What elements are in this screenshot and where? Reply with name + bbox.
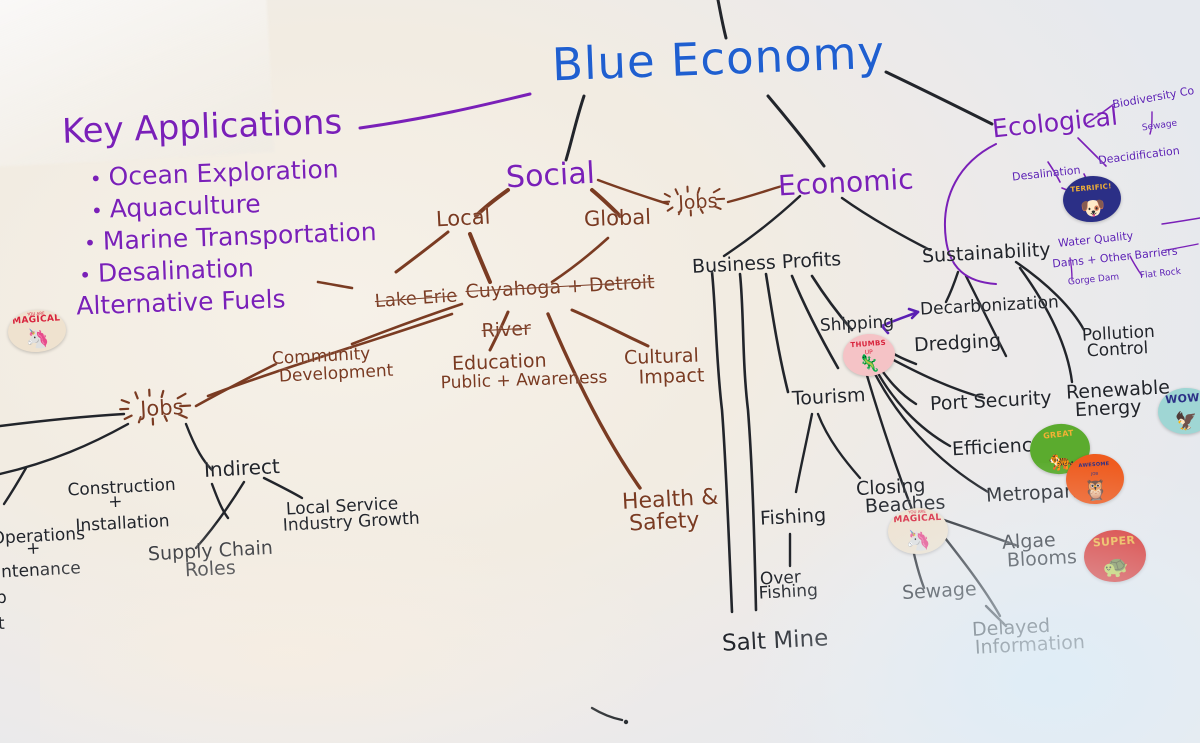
key-applications-list: • Ocean Exploration • Aquaculture • Mari… [76, 154, 379, 320]
node-jobs-main: Jobs [119, 388, 192, 426]
node-tourism: Tourism [791, 384, 867, 410]
sticker-caption: WOW! [1164, 390, 1200, 407]
bullet-dot-icon: • [89, 166, 103, 191]
node-algae-line2: Blooms [1006, 545, 1078, 572]
unicorn-icon: 🦄 [905, 527, 932, 553]
node-global: Global [583, 204, 652, 232]
node-education-public-awareness: Education Public + Awareness [440, 349, 619, 394]
bullet-dot-icon: • [83, 230, 97, 256]
key-app-label: Marine Transportation [102, 217, 378, 256]
node-shipping: Shipping [819, 312, 895, 336]
node-renewable-line2: Energy [1074, 395, 1142, 422]
sticker-magical-beaches: YOU ARE MAGICAL 🦄 [886, 506, 950, 556]
node-sewage: Sewage [901, 578, 978, 604]
chameleon-icon: 🦎 [858, 353, 881, 376]
node-delayed-information: Delayed Information [971, 615, 1085, 659]
key-app-label: Aquaculture [109, 189, 262, 224]
node-pollution-control: Pollution Control [1081, 322, 1155, 362]
node-economic: Economic [777, 162, 915, 203]
node-over-fishing-line2: Fishing [758, 580, 819, 604]
edge-fragment-p: p [0, 587, 8, 609]
node-health-line2: Safety [628, 507, 701, 537]
node-community-development: Community Development [272, 344, 394, 387]
node-supply-line2: Roles [184, 556, 237, 582]
sparkle-icon [661, 185, 726, 217]
node-cuyahoga-detroit-river: Cuyahoga + Detroit River [465, 271, 656, 342]
node-local: Local [435, 204, 491, 232]
node-algae-blooms: Algae Blooms [1001, 529, 1077, 572]
node-supply-chain-roles: Supply Chain Roles [147, 537, 273, 582]
blue-bird-icon: 🦉 [1082, 477, 1110, 503]
sticker-super: SUPER 🐢 [1082, 527, 1148, 585]
node-indirect: Indirect [203, 454, 281, 482]
edge-fragment-t: t [0, 613, 6, 635]
sticker-caption: AWESOME [1078, 460, 1110, 470]
node-jobs-main-label: Jobs [139, 394, 185, 422]
node-construction-installation: Construction + Installation [67, 475, 176, 536]
sticker-caption: TERRIFIC! [1070, 182, 1113, 195]
list-item: • Desalination [79, 251, 378, 287]
sparkle-icon [119, 388, 192, 426]
node-fishing: Fishing [759, 504, 827, 530]
node-over-fishing: Over Fishing [758, 567, 820, 603]
turtle-icon: 🐢 [1101, 554, 1130, 580]
node-local-service-industry-growth: Local Service Industry Growth [282, 494, 424, 536]
node-cultural-impact: Cultural Impact [624, 345, 705, 389]
key-applications-heading: Key Applications [61, 102, 343, 152]
node-lake-erie: Lake Erie [350, 268, 459, 331]
unicorn-icon: 🦄 [24, 327, 51, 352]
node-renewable-energy: Renewable Energy [1065, 376, 1170, 421]
list-item: • Marine Transportation [83, 217, 378, 256]
node-closing-beaches: Closing Beaches [855, 474, 945, 517]
node-jobs-social: Jobs [661, 185, 726, 217]
key-app-label: Ocean Exploration [108, 154, 340, 192]
node-health-safety: Health & Safety [621, 485, 719, 537]
page-title: Blue Economy [551, 25, 886, 92]
stray-pen-mark [590, 706, 629, 725]
sticker-wow: WOW! 🦅 [1156, 386, 1200, 436]
node-operations-maintenance: Operations + Maintenance [0, 524, 102, 584]
bullet-dot-icon: • [78, 263, 92, 288]
dog-icon: 🐶 [1079, 195, 1107, 222]
key-app-label: Desalination [97, 253, 255, 288]
bullet-dot-icon: • [90, 198, 104, 223]
node-jobs-social-label: Jobs [677, 190, 718, 215]
sticker-magical-left: YOU ARE MAGICAL 🦄 [6, 308, 68, 354]
node-social: Social [505, 155, 596, 196]
node-dredging: Dredging [913, 329, 1002, 357]
sticker-caption: MAGICAL [893, 512, 942, 525]
bird-icon: 🦅 [1174, 410, 1199, 433]
node-pollution-line2: Control [1086, 338, 1149, 362]
node-cultural-line2: Impact [638, 364, 705, 389]
node-lake-erie-label: Lake Erie [374, 285, 458, 312]
